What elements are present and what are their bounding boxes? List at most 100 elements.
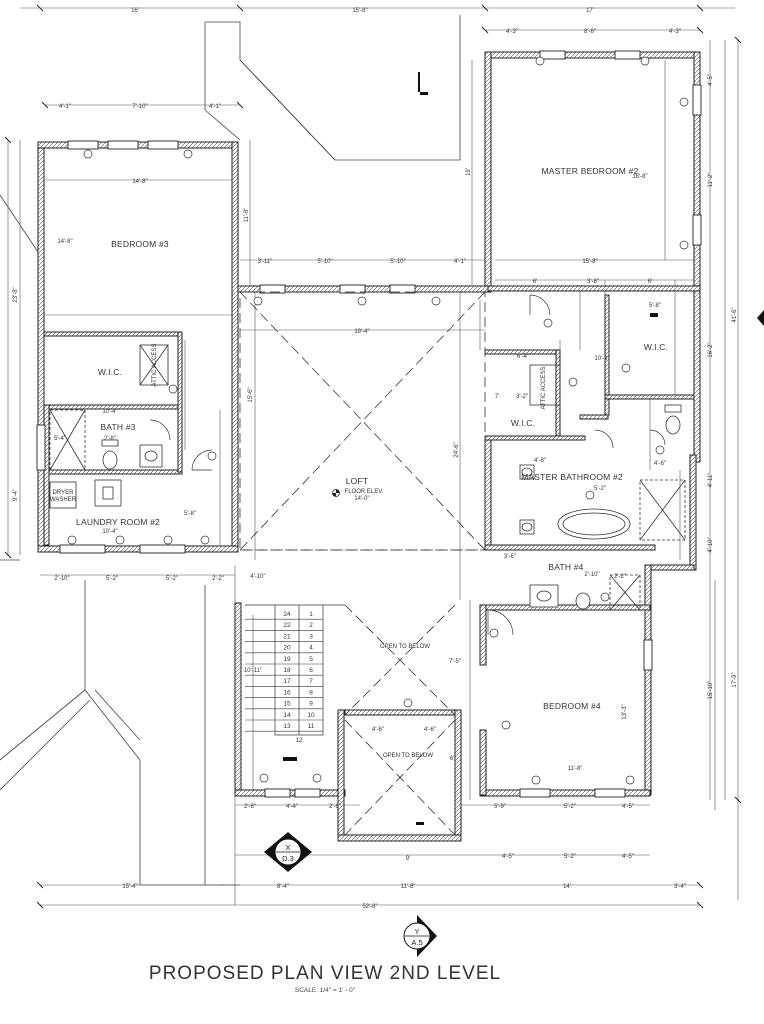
stair-number: 4 xyxy=(309,645,313,652)
label-attic-access-2: ATTIC ACCESS xyxy=(541,367,547,410)
dimension-ticks xyxy=(4,4,742,909)
svg-text:17': 17' xyxy=(586,8,594,14)
svg-text:15'-4": 15'-4" xyxy=(122,884,137,890)
stair-number: 6 xyxy=(309,667,313,674)
label-laundry: LAUNDRY ROOM #2 xyxy=(76,517,160,527)
stair-number: 13 xyxy=(283,723,291,730)
svg-text:4'-6": 4'-6" xyxy=(372,727,384,733)
loft-elevation-marker xyxy=(332,489,340,497)
windows xyxy=(36,50,702,798)
stair-number: 11 xyxy=(308,723,315,730)
svg-text:Y: Y xyxy=(414,927,419,936)
svg-text:4'-10": 4'-10" xyxy=(250,574,265,580)
label-loft-elev: FLOOR ELEV. xyxy=(345,489,384,495)
svg-text:18'-8": 18'-8" xyxy=(632,174,647,180)
label-wic-left: W.I.C. xyxy=(98,367,122,377)
markers xyxy=(416,72,764,825)
svg-text:4'-8": 4'-8" xyxy=(534,458,546,464)
label-open-below-1: OPEN TO BELOW xyxy=(380,644,430,650)
svg-text:11'-8": 11'-8" xyxy=(401,884,416,890)
dimension-lines xyxy=(7,7,739,906)
walls xyxy=(37,51,701,842)
label-loft: LOFT xyxy=(346,476,369,486)
svg-text:7': 7' xyxy=(495,394,499,400)
label-open-below-2: OPEN TO BELOW xyxy=(383,753,433,759)
svg-text:3'-2": 3'-2" xyxy=(516,394,528,400)
svg-text:10'-8": 10'-8" xyxy=(594,356,609,362)
svg-text:15'-6": 15'-6" xyxy=(248,387,254,402)
svg-text:11'-2": 11'-2" xyxy=(708,173,714,188)
svg-text:10'-11": 10'-11" xyxy=(244,668,262,674)
svg-text:10'-4": 10'-4" xyxy=(102,409,117,415)
svg-text:X: X xyxy=(285,843,290,852)
stair-number: 5 xyxy=(309,656,313,663)
stair-number: 7 xyxy=(309,678,313,685)
label-wic-center: W.I.C. xyxy=(511,418,535,428)
stair-number: 15 xyxy=(283,701,291,708)
svg-text:19'-4": 19'-4" xyxy=(354,329,369,335)
stair-number: 24 xyxy=(283,611,291,618)
label-master-bedroom: MASTER BEDROOM #2 xyxy=(542,166,639,176)
section-tag-x: X D.3 xyxy=(264,832,312,872)
svg-text:5'-10": 5'-10" xyxy=(317,259,332,265)
svg-text:2'-2": 2'-2" xyxy=(614,574,626,580)
svg-text:5'-2": 5'-2" xyxy=(564,804,576,810)
svg-text:23'-8": 23'-8" xyxy=(13,287,19,302)
svg-text:5'-2": 5'-2" xyxy=(564,854,576,860)
svg-text:14'-8": 14'-8" xyxy=(57,239,72,245)
label-bedroom-4: BEDROOM #4 xyxy=(543,701,601,711)
svg-text:D.3: D.3 xyxy=(282,854,294,863)
svg-text:5'-10": 5'-10" xyxy=(390,259,405,265)
svg-text:5'-2": 5'-2" xyxy=(594,486,606,492)
svg-text:14': 14' xyxy=(563,884,571,890)
svg-text:14'-8": 14'-8" xyxy=(132,179,147,185)
doors xyxy=(149,294,666,636)
svg-text:2'-10": 2'-10" xyxy=(54,576,69,582)
svg-text:3'-11": 3'-11" xyxy=(258,259,273,265)
svg-text:5'-8": 5'-8" xyxy=(649,303,661,309)
svg-text:2'-8": 2'-8" xyxy=(329,804,341,810)
stair-number-bottom: 12 xyxy=(295,737,303,744)
svg-text:7'-5": 7'-5" xyxy=(449,659,461,665)
stair-number: 22 xyxy=(283,622,291,629)
svg-text:11'-8": 11'-8" xyxy=(568,766,583,772)
label-wic-right: W.I.C. xyxy=(644,342,668,352)
svg-text:24'-6": 24'-6" xyxy=(454,442,460,457)
svg-text:4'-5": 4'-5" xyxy=(708,74,714,86)
svg-text:10'-4": 10'-4" xyxy=(102,529,117,535)
svg-text:4'-1": 4'-1" xyxy=(209,104,221,110)
svg-text:52'-8": 52'-8" xyxy=(362,904,377,910)
svg-text:5'-9": 5'-9" xyxy=(494,804,506,810)
svg-text:17'-9": 17'-9" xyxy=(732,672,738,687)
svg-text:6': 6' xyxy=(450,756,454,762)
svg-text:13'-3": 13'-3" xyxy=(622,704,628,719)
svg-text:6'-4": 6'-4" xyxy=(517,354,529,360)
stair-number: 21 xyxy=(283,633,291,640)
svg-text:4'-5": 4'-5" xyxy=(502,854,514,860)
stair-number: 19 xyxy=(283,656,291,663)
svg-text:3'-6": 3'-6" xyxy=(504,554,516,560)
svg-text:2'-8": 2'-8" xyxy=(244,804,256,810)
label-bath-3: BATH #3 xyxy=(100,422,135,432)
label-dryer: DRYER xyxy=(53,490,75,496)
svg-text:4'-4": 4'-4" xyxy=(286,804,298,810)
svg-text:8'-6": 8'-6" xyxy=(584,29,596,35)
svg-text:9'-4": 9'-4" xyxy=(13,489,19,501)
label-attic-access: ATTIC ACCESS xyxy=(152,344,158,387)
label-washer: WASHER xyxy=(50,497,77,503)
stair-number: 17 xyxy=(283,678,291,685)
svg-text:2'-10": 2'-10" xyxy=(584,572,599,578)
svg-text:41'-6": 41'-6" xyxy=(732,307,738,322)
room-labels: BEDROOM #3 MASTER BEDROOM #2 W.I.C. W.I.… xyxy=(50,166,668,759)
svg-text:2'-8": 2'-8" xyxy=(104,436,116,442)
label-bath-4: BATH #4 xyxy=(548,562,583,572)
svg-text:4'-1": 4'-1" xyxy=(59,104,71,110)
stair-number: 16 xyxy=(283,689,291,696)
label-loft-elev-value: 14'-0" xyxy=(354,496,369,502)
stair-number: 2 xyxy=(309,622,313,629)
stair-number: 9 xyxy=(309,701,313,708)
svg-text:3'-8": 3'-8" xyxy=(587,279,599,285)
svg-text:15'-8": 15'-8" xyxy=(582,259,597,265)
